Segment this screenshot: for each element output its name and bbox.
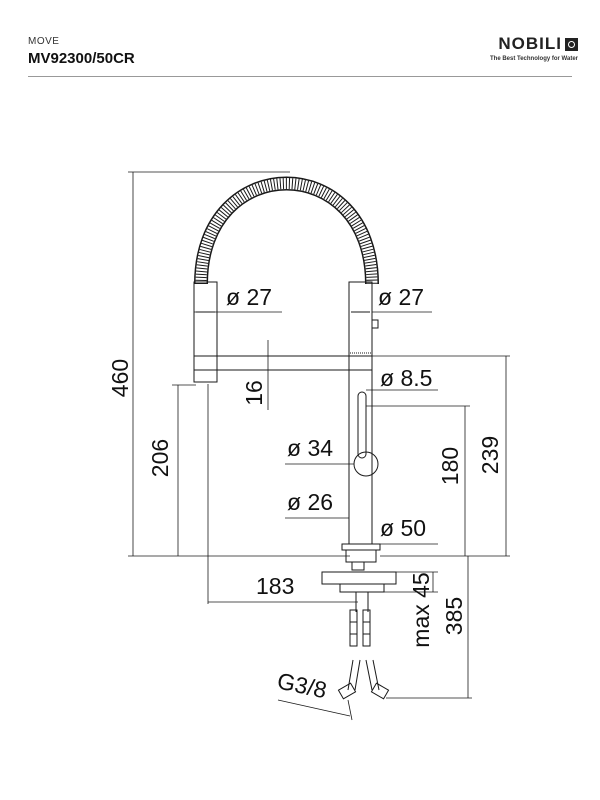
dim-hose-diameter-left: ø 27 <box>226 284 272 310</box>
dim-connection-thread: G3/8 <box>275 667 329 703</box>
dim-total-height: 460 <box>107 359 133 397</box>
flex-hose <box>194 176 379 285</box>
brand-mark-icon <box>565 37 578 51</box>
hose-holder-right <box>348 281 373 357</box>
mounting-plate <box>321 571 397 585</box>
spout-arm <box>193 355 373 371</box>
dim-spout-height: 206 <box>147 439 173 477</box>
dim-base-diameter: ø 50 <box>380 515 426 541</box>
dim-body-diameter: ø 26 <box>287 489 333 515</box>
faucet-body <box>348 355 373 545</box>
product-series: MOVE <box>28 36 60 47</box>
document-header: MOVE MV92300/50CR <box>28 36 135 67</box>
faucet-base <box>341 543 381 551</box>
dim-max-deck-thickness: max 45 <box>408 572 434 647</box>
dim-spout-thickness: 16 <box>241 380 267 406</box>
holder-button <box>371 319 379 329</box>
supply-hoses <box>337 609 390 700</box>
brand-name: NOBILI <box>498 34 562 53</box>
dim-reach: 183 <box>256 573 294 599</box>
dim-lever-diameter: ø 8.5 <box>380 365 432 391</box>
dimension-lines <box>128 171 510 721</box>
spray-head-left <box>193 281 218 383</box>
brand-wordmark: NOBILI <box>498 34 578 54</box>
dim-hose-diameter-right: ø 27 <box>378 284 424 310</box>
dim-outlet-height: 239 <box>477 436 503 474</box>
brand-tagline: The Best Technology for Water <box>489 56 578 62</box>
dim-body-height: 180 <box>437 447 463 485</box>
dim-knob-diameter: ø 34 <box>287 435 333 461</box>
header-divider <box>28 76 572 77</box>
dim-hose-length: 385 <box>441 597 467 635</box>
mixer-lever <box>357 391 367 459</box>
product-model: MV92300/50CR <box>28 50 135 67</box>
brand-logo: NOBILI The Best Technology for Water <box>490 34 578 62</box>
